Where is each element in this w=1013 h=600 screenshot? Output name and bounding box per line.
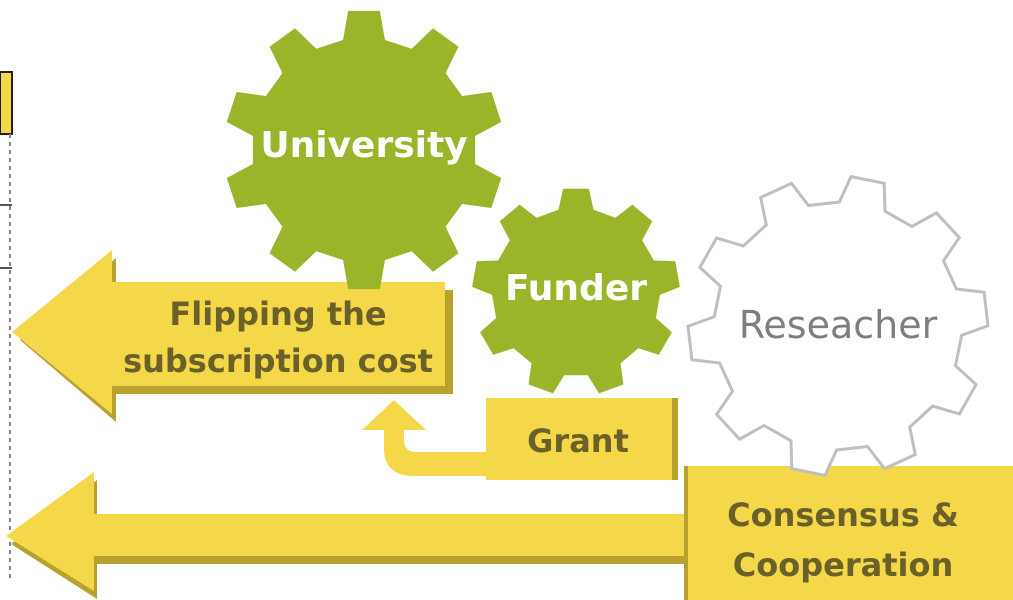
flipping-label-line2: subscription cost (123, 342, 433, 380)
consensus-arrow: Consensus & Cooperation (6, 466, 1013, 600)
consensus-label-line1: Consensus & (727, 496, 959, 534)
grant-label: Grant (527, 422, 629, 460)
consensus-label-line2: Cooperation (733, 546, 953, 584)
university-gear: University (226, 10, 502, 290)
researcher-gear: Reseacher (686, 174, 990, 478)
grant-arrow: Grant (362, 398, 678, 480)
university-gear-icon (226, 10, 502, 290)
university-label: University (260, 125, 467, 166)
funder-gear-icon (472, 188, 680, 394)
researcher-gear-icon (686, 174, 990, 478)
funder-gear: Funder (472, 188, 680, 394)
left-edge-fragment (0, 71, 13, 580)
flipping-label-line1: Flipping the (169, 295, 386, 333)
flipping-arrow: Flipping the subscription cost (12, 250, 453, 422)
researcher-label: Reseacher (739, 303, 938, 347)
funder-label: Funder (505, 268, 647, 309)
